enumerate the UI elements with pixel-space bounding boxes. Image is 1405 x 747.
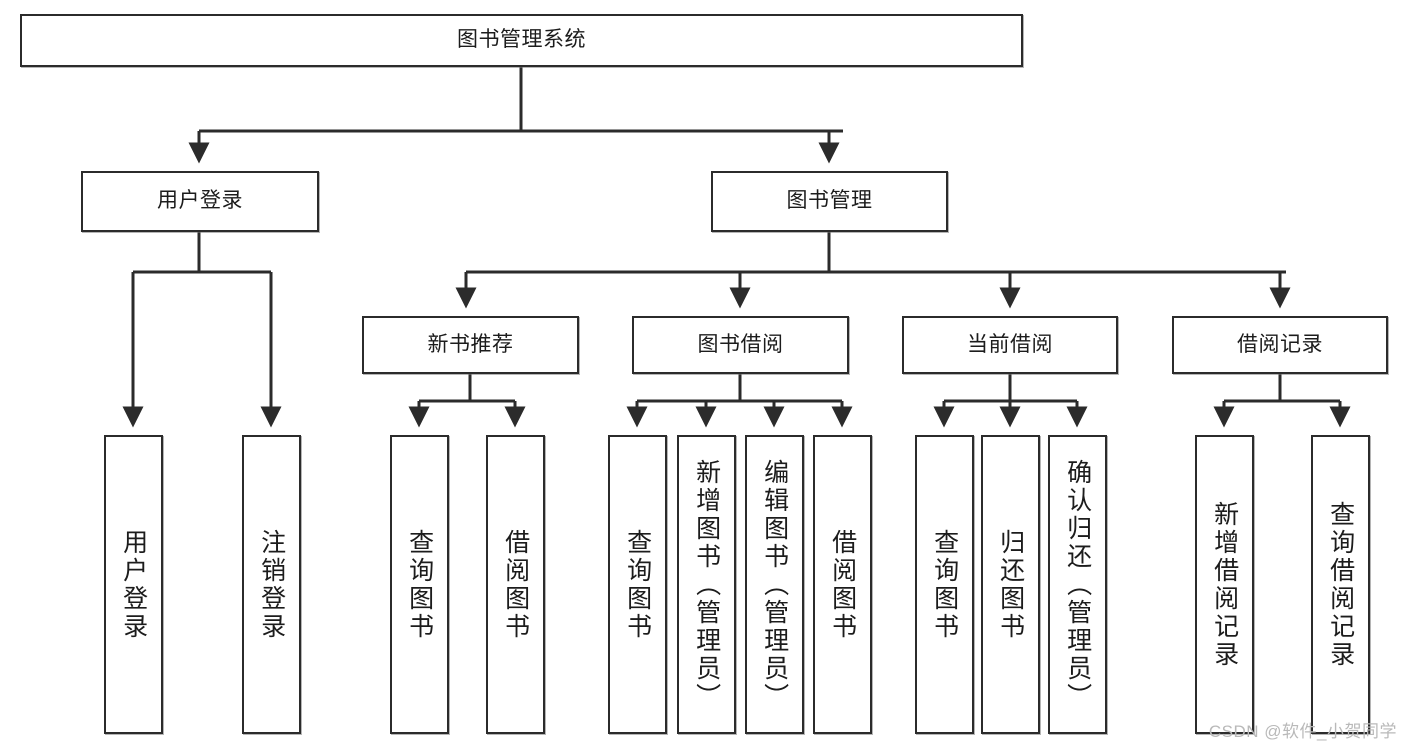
node-leaf-add-record-label: 新增借阅记录	[1210, 500, 1239, 669]
node-borrow-record[interactable]: 借阅记录	[1172, 316, 1388, 374]
node-leaf-add-record[interactable]: 新增借阅记录	[1195, 435, 1254, 734]
node-leaf-query-book-1-label: 查询图书	[405, 528, 434, 641]
node-leaf-add-book[interactable]: 新增图书（管理员）	[677, 435, 736, 734]
node-book-manage[interactable]: 图书管理	[711, 171, 948, 232]
node-leaf-borrow-book-2-label: 借阅图书	[828, 528, 857, 641]
node-leaf-return-book-label: 归还图书	[996, 528, 1025, 641]
node-leaf-logout-login-label: 注销登录	[257, 528, 286, 641]
node-leaf-logout-login[interactable]: 注销登录	[242, 435, 301, 734]
node-leaf-query-record[interactable]: 查询借阅记录	[1311, 435, 1370, 734]
node-book-borrow[interactable]: 图书借阅	[632, 316, 849, 374]
node-new-book-rec[interactable]: 新书推荐	[362, 316, 579, 374]
node-leaf-borrow-book-1[interactable]: 借阅图书	[486, 435, 545, 734]
node-leaf-query-book-2-label: 查询图书	[623, 528, 652, 641]
node-user-login[interactable]: 用户登录	[81, 171, 319, 232]
node-leaf-query-record-label: 查询借阅记录	[1326, 500, 1355, 669]
node-current-borrow-label: 当前借阅	[967, 332, 1053, 356]
node-leaf-query-book-2[interactable]: 查询图书	[608, 435, 667, 734]
node-leaf-query-book-3[interactable]: 查询图书	[915, 435, 974, 734]
node-book-manage-label: 图书管理	[786, 189, 873, 213]
node-leaf-query-book-1[interactable]: 查询图书	[390, 435, 449, 734]
node-current-borrow[interactable]: 当前借阅	[902, 316, 1118, 374]
node-leaf-borrow-book-2[interactable]: 借阅图书	[813, 435, 872, 734]
node-leaf-user-login-label: 用户登录	[119, 528, 148, 641]
node-leaf-edit-book-label: 编辑图书（管理员）	[760, 458, 789, 711]
node-book-borrow-label: 图书借阅	[697, 332, 784, 356]
node-borrow-record-label: 借阅记录	[1237, 332, 1323, 356]
node-root[interactable]: 图书管理系统	[20, 14, 1023, 67]
node-root-label: 图书管理系统	[457, 28, 586, 52]
node-leaf-confirm-return-label: 确认归还（管理员）	[1063, 458, 1092, 711]
node-leaf-return-book[interactable]: 归还图书	[981, 435, 1040, 734]
node-leaf-query-book-3-label: 查询图书	[930, 528, 959, 641]
node-leaf-user-login[interactable]: 用户登录	[104, 435, 163, 734]
node-user-login-label: 用户登录	[157, 189, 243, 213]
node-leaf-add-book-label: 新增图书（管理员）	[692, 458, 721, 711]
node-leaf-borrow-book-1-label: 借阅图书	[501, 528, 530, 641]
watermark: CSDN @软件_小贺同学	[1208, 722, 1397, 741]
node-leaf-confirm-return[interactable]: 确认归还（管理员）	[1048, 435, 1107, 734]
node-new-book-rec-label: 新书推荐	[427, 332, 514, 356]
node-leaf-edit-book[interactable]: 编辑图书（管理员）	[745, 435, 804, 734]
